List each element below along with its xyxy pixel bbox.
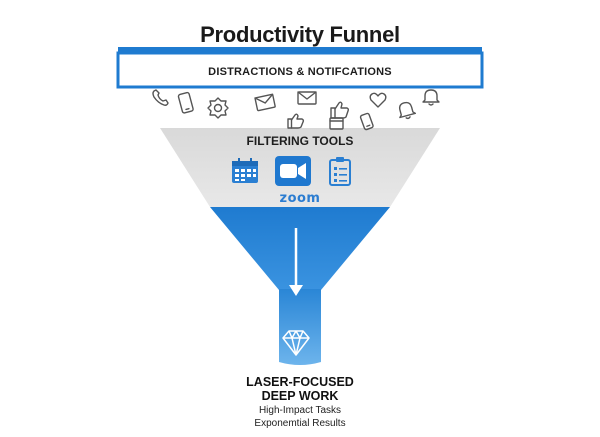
clipboard-checklist-icon [329,157,351,186]
smartphone-icon [177,91,194,114]
funnel-focus-section [210,207,390,290]
output-subtitle-2: Exponemtial Results [254,418,346,429]
band-top-rule [118,47,482,53]
envelope-icon [254,93,276,112]
funnel-stem [279,289,321,365]
diamond-icon [282,330,310,356]
video-camera-icon [275,156,311,186]
band-frame [116,51,484,89]
filtering-tools-label: FILTERING TOOLS [246,134,354,148]
output-line-1: LASER-FOCUSED [246,375,354,389]
calendar-icon [232,158,258,183]
page-title: Productivity Funnel [200,22,400,47]
thumbs-up-icon [287,113,305,129]
gear-badge-icon [207,97,229,119]
output-line-2: DEEP WORK [261,389,339,403]
phone-call-icon [152,89,169,106]
calendar-icon [329,117,344,130]
heart-icon [369,92,387,108]
envelope-icon [297,91,317,105]
output-subtitle-1: High-Impact Tasks [258,405,342,416]
bell-icon [422,89,440,106]
smartphone-icon [359,112,374,131]
zoom-logo-text: zoom [279,191,321,206]
distractions-label: DISTRACTIONS & NOTIFCATIONS [208,66,392,78]
bell-icon [398,101,417,120]
output-heading: LASER-FOCUSED DEEP WORK [150,375,450,403]
down-arrow-icon [289,228,303,296]
thumbs-up-icon [330,101,350,119]
